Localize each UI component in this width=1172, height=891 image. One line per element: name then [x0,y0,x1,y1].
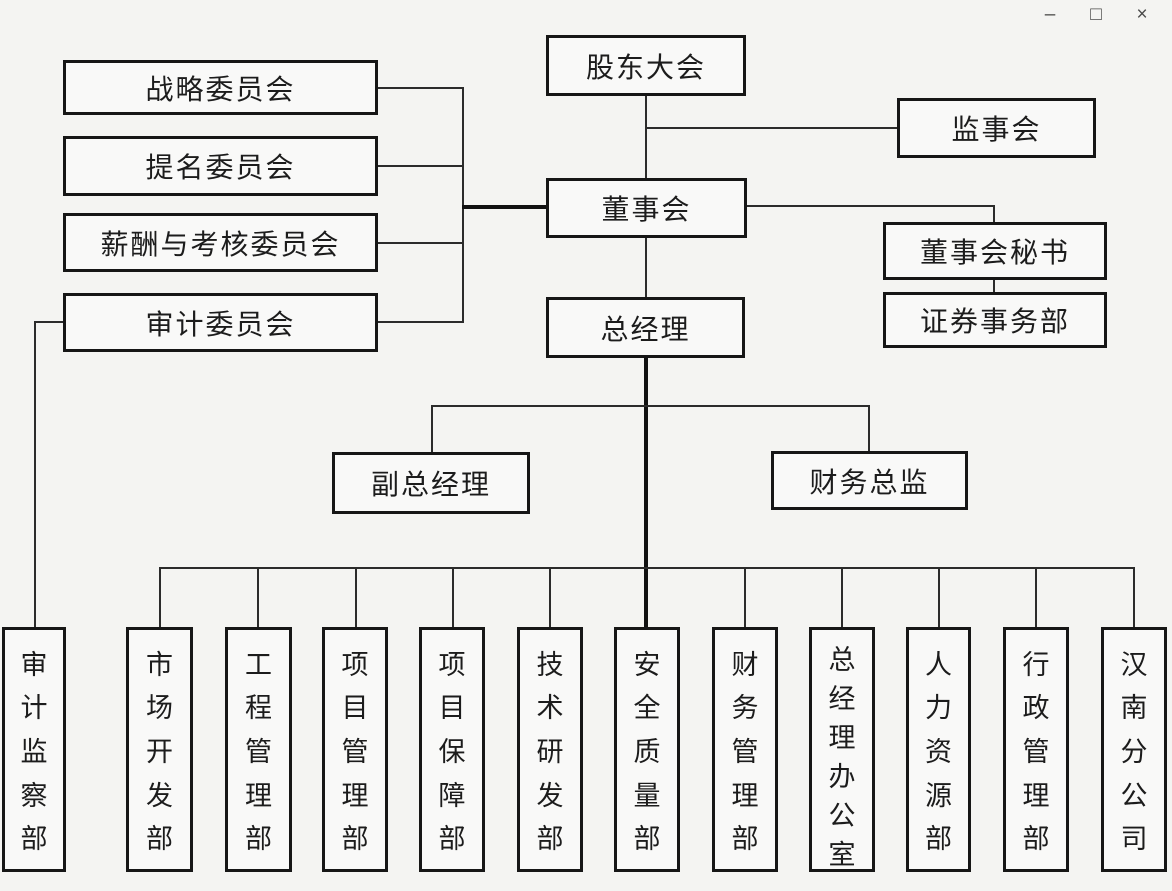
edge-audit-bus [378,321,463,323]
edge-dept-2 [159,567,161,627]
close-icon[interactable]: × [1136,4,1148,25]
edge-audit-dept-h [35,321,63,323]
node-dept-project-support: 项目保障部 [419,627,485,872]
edge-dept-11 [1035,567,1037,627]
node-supervisory-board: 监事会 [897,98,1096,158]
node-dept-hannan-branch: 汉南分公司 [1101,627,1167,872]
node-board-secretary: 董事会秘书 [883,222,1107,280]
node-dept-human-resources: 人力资源部 [906,627,971,872]
edge-shareholders-board [645,96,647,178]
edge-shareholders-supervisory [646,127,897,129]
node-dept-finance-management: 财务管理部 [712,627,778,872]
edge-dept-5 [452,567,454,627]
node-board: 董事会 [546,178,747,238]
edge-board-gm [645,238,647,297]
edge-audit-dept-v [34,321,36,627]
node-shareholders: 股东大会 [546,35,746,96]
edge-secretary-securities [993,280,995,292]
edge-dept-3 [257,567,259,627]
edge-dept-9 [841,567,843,627]
edge-board-secretary-h [747,205,995,207]
node-securities-dept: 证券事务部 [883,292,1107,348]
node-audit-committee: 审计委员会 [63,293,378,352]
node-dept-market-development: 市场开发部 [126,627,193,872]
edge-branch-cfo [868,405,870,451]
edge-board-secretary-v [993,205,995,222]
node-dept-engineering-management: 工程管理部 [225,627,292,872]
node-dept-safety-quality: 安全质量部 [614,627,680,872]
edge-dept-8 [744,567,746,627]
node-dept-gm-office: 总经理办公室 [809,627,875,872]
edge-remuneration-bus [378,242,463,244]
edge-dept-10 [938,567,940,627]
node-strategy-committee: 战略委员会 [63,60,378,115]
node-remuneration-committee: 薪酬与考核委员会 [63,213,378,272]
edge-dept-12 [1133,567,1135,627]
maximize-icon[interactable]: □ [1090,4,1102,25]
edge-branch-deputy [431,405,433,452]
edge-bus-board [462,205,546,209]
node-finance-director: 财务总监 [771,451,968,510]
edge-strategy-bus [378,87,463,89]
edge-gm-trunk [644,358,648,627]
node-dept-audit-supervision: 审计监察部 [2,627,66,872]
node-deputy-general-manager: 副总经理 [332,452,530,514]
node-dept-project-management: 项目管理部 [322,627,388,872]
node-dept-technology-rd: 技术研发部 [517,627,583,872]
edge-dept-4 [355,567,357,627]
edge-gm-branch-h [431,405,870,407]
node-dept-administration: 行政管理部 [1003,627,1069,872]
department-bus-line [160,567,1135,569]
edge-nomination-bus [378,165,463,167]
node-nomination-committee: 提名委员会 [63,136,378,196]
node-general-manager: 总经理 [546,297,745,358]
minimize-icon[interactable]: – [1044,4,1056,25]
edge-dept-6 [549,567,551,627]
